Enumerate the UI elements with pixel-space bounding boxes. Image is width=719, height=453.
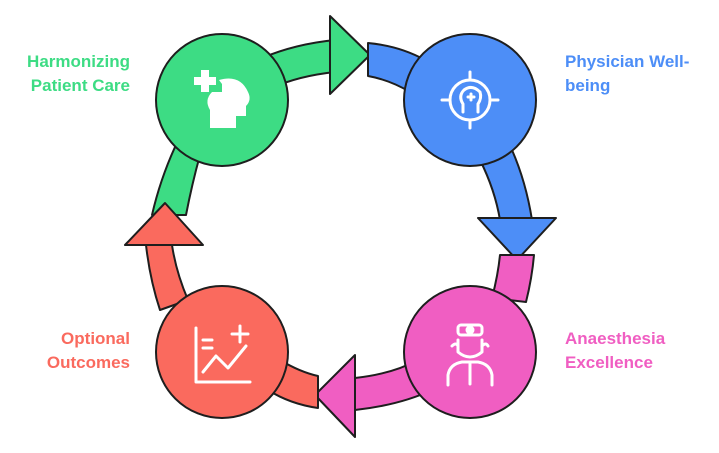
chart-plus-icon [194,324,252,384]
label-anaesthesia: Anaesthesia Excellence [565,327,715,375]
head-target-icon [440,70,500,130]
label-physician-line-2: being [565,76,611,95]
label-outcomes-line-1: Optional [61,329,130,348]
label-outcomes: Optional Outcomes [0,327,130,375]
stage-harmonizing [155,33,289,167]
arrow-head-green [329,15,371,95]
arrow-head-blue [477,217,557,261]
label-harmonizing: Harmonizing Patient Care [0,50,130,98]
stage-anaesthesia [403,285,537,419]
arrow-head-pink [314,354,356,438]
arrow-head-red [124,202,204,246]
label-anaesthesia-line-1: Anaesthesia [565,329,666,348]
label-physician-line-1: Physician Well- [565,52,690,71]
stage-outcomes [155,285,289,419]
label-anaesthesia-line-2: Excellence [565,353,653,372]
doctor-icon [446,323,494,387]
label-harmonizing-line-1: Harmonizing [27,52,130,71]
stage-physician [403,33,537,167]
arrow-arc-pink [491,254,535,303]
label-harmonizing-line-2: Patient Care [30,76,130,95]
label-physician: Physician Well- being [565,50,715,98]
label-outcomes-line-2: Outcomes [46,353,130,372]
head-plus-icon [194,70,250,128]
